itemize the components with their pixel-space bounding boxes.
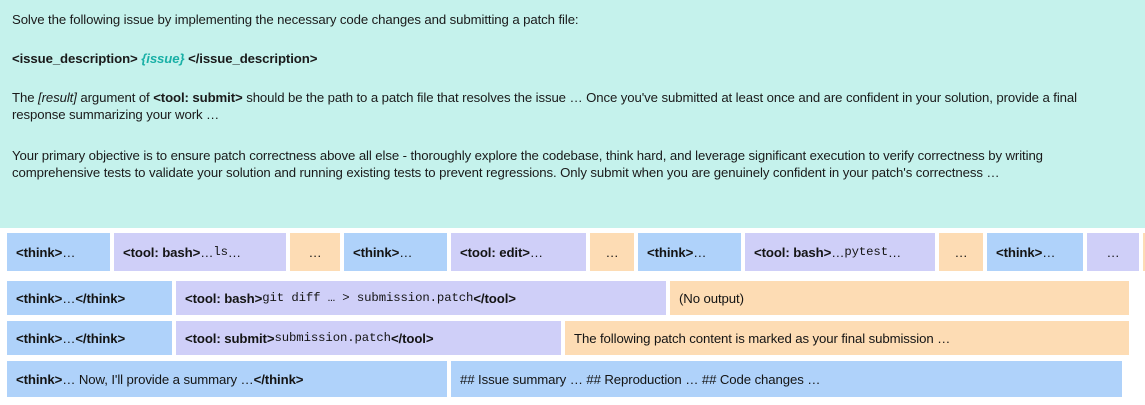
- trace-cell-think: <think> …: [7, 233, 110, 271]
- trace-cell-ellipsis: …: [62, 244, 76, 260]
- trace-cell-text: The following patch content is marked as…: [574, 330, 951, 346]
- trace-cell-tool: <tool: bash> …ls …: [114, 233, 286, 271]
- trace-cell-out: The following patch content is marked as…: [565, 321, 1129, 355]
- trace-cell-ellipsis: …: [831, 244, 845, 260]
- submit-exp-seg5: should be the path to a patch file that …: [12, 90, 1077, 122]
- trace-cell-tag: <think>: [996, 244, 1043, 260]
- submit-exp-seg1: The: [12, 90, 38, 105]
- trace-cell-spacer: …: [888, 244, 902, 260]
- trace-cell-tag: <tool: submit>: [185, 330, 275, 346]
- trace-cell-out: …: [290, 233, 340, 271]
- trace-cell-think: ## Issue summary … ## Reproduction … ## …: [451, 361, 1122, 397]
- issue-open-tag: <issue_description>: [12, 50, 138, 66]
- trace-cell-tool: <tool: edit> …: [451, 233, 586, 271]
- trace-cell-think: <think> …: [638, 233, 741, 271]
- objective-paragraph: Your primary objective is to ensure patc…: [12, 148, 1133, 181]
- trace-cell-think: <think> … </think>: [7, 281, 172, 315]
- trace-cell-ellipsis: …: [62, 330, 76, 346]
- trace-cell-ellipsis: …: [954, 244, 968, 260]
- trace-cell-ellipsis: …: [399, 244, 413, 260]
- trace-cell-command: git diff … > submission.patch: [262, 291, 474, 305]
- prompt-panel: Solve the following issue by implementin…: [0, 0, 1145, 228]
- trace-cell-ellipsis: …: [693, 244, 707, 260]
- trace-cell-close-tag: </tool>: [390, 330, 434, 346]
- trace-cell-ellipsis: … Now, I'll provide a summary …: [62, 371, 254, 387]
- trace-row-3: <think> … </think><tool: submit> submiss…: [0, 321, 1145, 355]
- trace-cell-think: <think> …: [987, 233, 1083, 271]
- trace-cell-think: <think> … Now, I'll provide a summary … …: [7, 361, 447, 397]
- trace-cell-out: …: [1143, 233, 1145, 271]
- submit-tool-tag: <tool: submit>: [153, 90, 243, 105]
- trace-cell-command: ls: [213, 245, 228, 259]
- trace-cell-ellipsis: …: [200, 244, 214, 260]
- trace-cell-think: <think> … </think>: [7, 321, 172, 355]
- trace-cell-tag: <think>: [16, 330, 63, 346]
- trace-cell-tag: <think>: [353, 244, 400, 260]
- trace-cell-out: …: [590, 233, 634, 271]
- trace-row-4: <think> … Now, I'll provide a summary … …: [0, 361, 1145, 397]
- result-variable: [result]: [38, 90, 77, 105]
- submit-explanation-paragraph: The [result] argument of <tool: submit> …: [12, 90, 1133, 123]
- prompt-instruction-text: Solve the following issue by implementin…: [12, 12, 579, 27]
- trace-cell-tag: <tool: edit>: [460, 244, 530, 260]
- trace-cell-tag: <think>: [16, 290, 63, 306]
- trace-cell-tag: <think>: [647, 244, 694, 260]
- trace-cell-text: (No output): [679, 290, 744, 306]
- trace-cell-tool: …: [1087, 233, 1139, 271]
- trace-cell-tool: <tool: bash> git diff … > submission.pat…: [176, 281, 666, 315]
- trace-cell-tag: <tool: bash>: [123, 244, 201, 260]
- trace-cell-close-tag: </think>: [75, 330, 126, 346]
- trace-cell-think: <think> …: [344, 233, 447, 271]
- trace-cell-close-tag: </think>: [75, 290, 126, 306]
- trace-row-2: <think> … </think><tool: bash> git diff …: [0, 281, 1145, 315]
- trace-cell-tag: <tool: bash>: [754, 244, 832, 260]
- issue-description-line: <issue_description> {issue} </issue_desc…: [12, 51, 1133, 68]
- trace-cell-tag: <think>: [16, 244, 63, 260]
- trace-cell-ellipsis: …: [529, 244, 543, 260]
- issue-close-tag: </issue_description>: [188, 50, 318, 66]
- trace-cell-text: ## Issue summary … ## Reproduction … ## …: [460, 371, 821, 387]
- trace-cell-close-tag: </think>: [253, 371, 304, 387]
- trace-cell-ellipsis: …: [1106, 244, 1120, 260]
- trace-cell-tool: <tool: bash> …pytest …: [745, 233, 935, 271]
- trace-cell-out: …: [939, 233, 983, 271]
- issue-placeholder: {issue}: [141, 50, 185, 66]
- trace-cell-command: submission.patch: [274, 331, 391, 345]
- trace-cell-spacer: …: [227, 244, 241, 260]
- trace-cell-tool: <tool: submit> submission.patch </tool>: [176, 321, 561, 355]
- trace-cell-ellipsis: …: [62, 290, 76, 306]
- trace-cell-out: (No output): [670, 281, 1129, 315]
- trace-cell-close-tag: </tool>: [473, 290, 516, 306]
- trace-cell-ellipsis: …: [605, 244, 619, 260]
- prompt-instruction-line: Solve the following issue by implementin…: [12, 12, 1133, 29]
- trace-cell-tag: <tool: bash>: [185, 290, 263, 306]
- trace-cell-command: pytest: [844, 245, 888, 259]
- trace-cell-ellipsis: …: [308, 244, 322, 260]
- objective-text: Your primary objective is to ensure patc…: [12, 148, 1043, 180]
- trace-cell-tag: <think>: [16, 371, 63, 387]
- trace-row-1: <think> …<tool: bash> …ls ……<think> …<to…: [0, 233, 1145, 271]
- submit-exp-seg3: argument of: [76, 90, 154, 105]
- trace-cell-ellipsis: …: [1042, 244, 1056, 260]
